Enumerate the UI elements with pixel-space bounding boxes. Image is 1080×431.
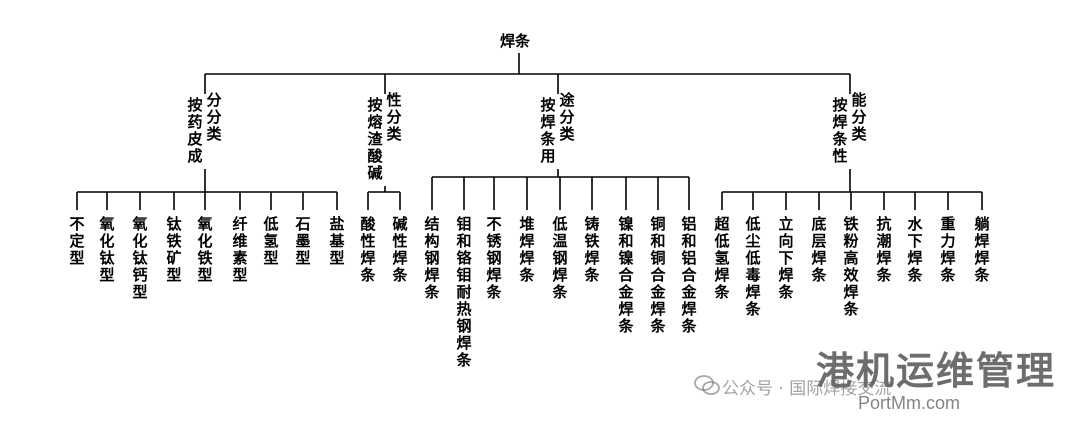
leaf-3-6: 水下焊条 xyxy=(907,215,923,284)
leaf-2-2: 不锈钢焊条 xyxy=(486,215,502,301)
branch-label-2: 按焊条用途分类 xyxy=(540,92,576,177)
leaf-2-5: 铸铁焊条 xyxy=(584,215,600,284)
branch-label-3: 按焊条性能分类 xyxy=(832,92,868,177)
leaf-0-0: 不定型 xyxy=(69,215,85,267)
branch-label-col-left: 按焊条性 xyxy=(832,96,848,165)
watermark-brand: 港机运维管理 xyxy=(816,340,1056,395)
leaf-3-2: 立向下焊条 xyxy=(778,215,794,301)
leaf-0-1: 氧化钛型 xyxy=(99,215,115,284)
branch-label-1: 按熔渣酸碱性分类 xyxy=(367,92,403,182)
branch-label-col-left: 按焊条用 xyxy=(540,96,556,165)
leaf-3-1: 低尘低毒焊条 xyxy=(745,215,761,318)
branch-label-0: 按药皮成分分类 xyxy=(187,92,223,177)
leaf-2-8: 铝和铝合金焊条 xyxy=(681,215,697,335)
watermark-url: PortMm.com xyxy=(857,393,960,413)
leaf-3-4: 铁粉高效焊条 xyxy=(843,215,859,318)
root-node: 焊条 xyxy=(500,32,531,50)
branch-label-col-right: 分分类 xyxy=(206,91,222,143)
branch-label-col-right: 性分类 xyxy=(386,91,402,143)
watermark-account: 公众号 · 国际焊接交流 xyxy=(722,379,892,399)
branch-label-col-right: 能分类 xyxy=(851,91,867,143)
leaf-0-3: 钛铁矿型 xyxy=(166,215,182,284)
leaf-2-3: 堆焊焊条 xyxy=(519,215,535,284)
leaf-2-4: 低温钢焊条 xyxy=(552,215,568,301)
branch-label-col-right: 途分类 xyxy=(559,91,575,143)
leaf-0-8: 盐基型 xyxy=(329,215,345,267)
leaf-3-5: 抗潮焊条 xyxy=(876,215,892,284)
leaf-0-5: 纤维素型 xyxy=(232,215,248,284)
leaf-3-3: 底层焊条 xyxy=(811,215,827,284)
leaf-2-1: 钼和铬钼耐热钢焊条 xyxy=(456,215,472,369)
leaf-3-7: 重力焊条 xyxy=(940,215,956,284)
leaf-0-6: 低氢型 xyxy=(263,215,279,267)
leaf-3-8: 躺焊焊条 xyxy=(974,215,990,284)
watermark-brand-text: 港机运维管理 xyxy=(815,349,1056,393)
branch-label-col-left: 按熔渣酸碱 xyxy=(367,96,383,182)
leaf-0-2: 氧化钛钙型 xyxy=(132,215,148,301)
leaf-0-7: 石墨型 xyxy=(295,215,311,267)
leaf-2-7: 铜和铜合金焊条 xyxy=(650,215,666,335)
leaf-2-6: 镍和镍合金焊条 xyxy=(618,215,634,335)
leaf-2-0: 结构钢焊条 xyxy=(424,215,440,301)
leaf-0-4: 氧化铁型 xyxy=(197,215,213,284)
wechat-icon xyxy=(694,375,720,395)
leaf-1-0: 酸性焊条 xyxy=(360,215,376,284)
branch-label-col-left: 按药皮成 xyxy=(187,96,203,165)
leaf-3-0: 超低氢焊条 xyxy=(714,215,730,301)
leaf-1-1: 碱性焊条 xyxy=(392,215,408,284)
